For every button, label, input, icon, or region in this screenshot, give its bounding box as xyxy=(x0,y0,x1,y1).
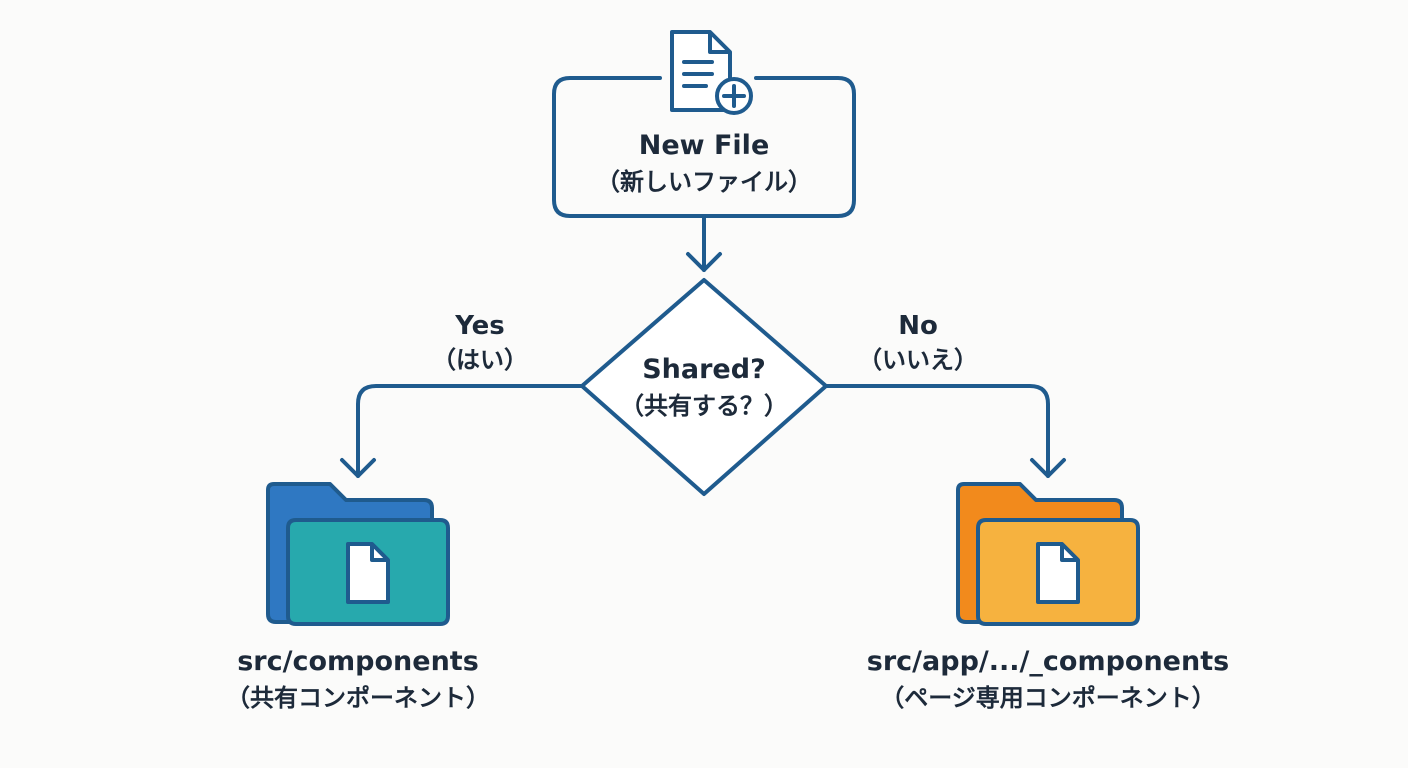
no-sublabel: （いいえ） xyxy=(858,346,978,374)
yes-branch-arrow xyxy=(340,384,584,478)
start-subtitle: （新しいファイル） xyxy=(596,168,812,196)
shared-description: （共有コンポーネント） xyxy=(226,684,490,712)
decision-title: Shared? xyxy=(642,354,766,385)
arrow-start-to-decision xyxy=(686,216,722,272)
shared-path: src/components xyxy=(237,646,479,677)
yes-label: Yes xyxy=(454,311,505,341)
shared-folder-icon xyxy=(266,482,450,626)
page-description: （ページ専用コンポーネント） xyxy=(880,684,1216,712)
yes-sublabel: （はい） xyxy=(432,346,528,374)
decision-subtitle: （共有する？） xyxy=(620,392,788,420)
decision-diamond xyxy=(580,278,828,496)
page-folder-icon xyxy=(956,482,1140,626)
no-branch-arrow xyxy=(824,384,1066,478)
start-title: New File xyxy=(639,130,770,161)
new-file-icon xyxy=(670,30,753,115)
page-path: src/app/.../_components xyxy=(867,646,1229,677)
no-label: No xyxy=(898,311,938,341)
